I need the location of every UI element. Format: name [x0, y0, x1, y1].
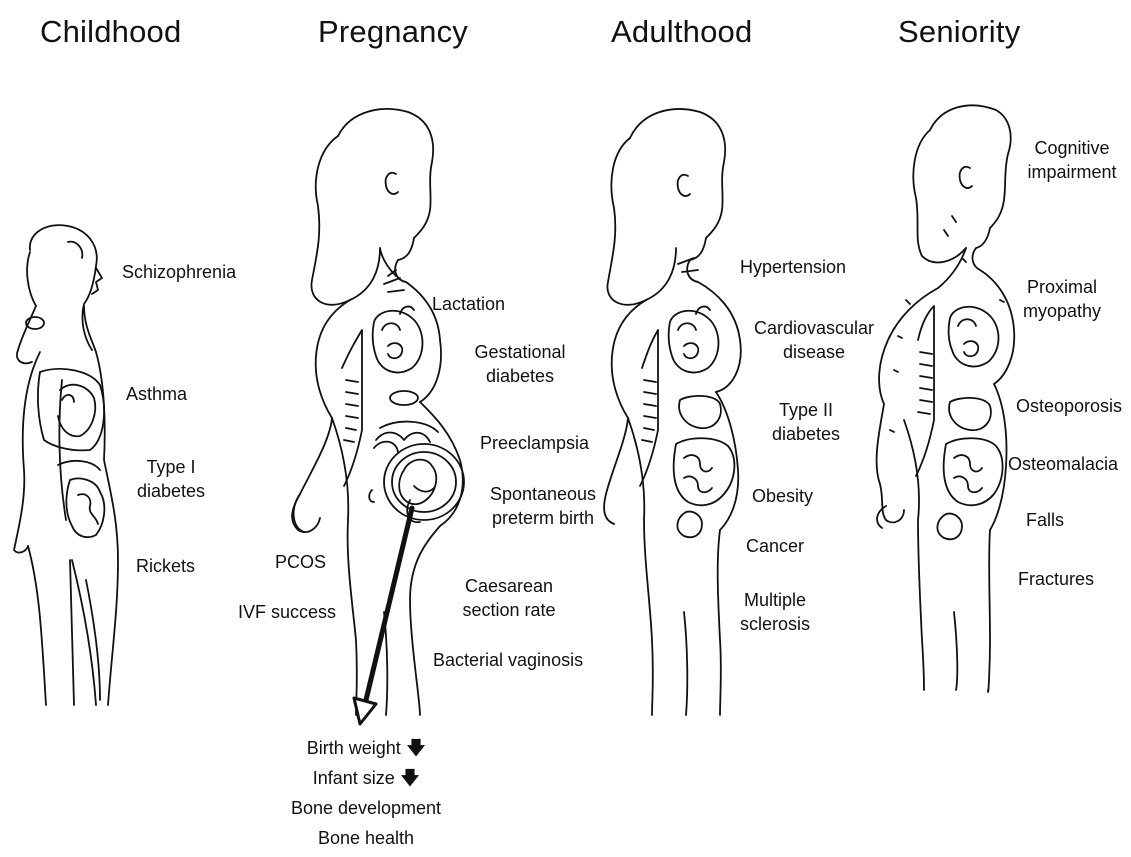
condition-spontaneous-preterm-birth: Spontaneous preterm birth [486, 482, 600, 530]
outcome-bone-health: Bone health [280, 826, 452, 850]
condition-schizophrenia: Schizophrenia [122, 260, 236, 284]
condition-preeclampsia: Preeclampsia [480, 431, 589, 455]
outcome-infant-size: Infant size 🡇 [280, 766, 452, 790]
condition-cancer: Cancer [746, 534, 804, 558]
condition-ivf-success: IVF success [238, 600, 336, 624]
condition-osteomalacia: Osteomalacia [1008, 452, 1118, 476]
condition-falls: Falls [1026, 508, 1064, 532]
child-figure-icon [14, 225, 118, 705]
condition-cardiovascular-disease: Cardiovascular disease [748, 316, 880, 364]
condition-caesarean-section-rate: Caesarean section rate [454, 574, 564, 622]
condition-bacterial-vaginosis: Bacterial vaginosis [433, 648, 583, 672]
outcome-bone-development: Bone development [280, 796, 452, 820]
condition-pcos: PCOS [275, 550, 326, 574]
offspring-effect-arrow [354, 508, 412, 724]
adult-woman-figure-icon [604, 109, 741, 715]
outcome-birth-weight: Birth weight 🡇 [280, 736, 452, 760]
condition-fractures: Fractures [1018, 567, 1094, 591]
condition-type-1-diabetes: Type I diabetes [128, 455, 214, 503]
condition-gestational-diabetes: Gestational diabetes [468, 340, 572, 388]
condition-multiple-sclerosis: Multiple sclerosis [734, 588, 816, 636]
condition-type-2-diabetes: Type II diabetes [764, 398, 848, 446]
condition-rickets: Rickets [136, 554, 195, 578]
down-arrow-icon: 🡇 [401, 766, 420, 790]
pregnant-woman-figure-icon [292, 109, 464, 715]
condition-asthma: Asthma [126, 382, 187, 406]
outcome-label: Birth weight [307, 738, 401, 758]
condition-proximal-myopathy: Proximal myopathy [1018, 275, 1106, 323]
condition-lactation: Lactation [432, 292, 505, 316]
condition-hypertension: Hypertension [740, 255, 846, 279]
down-arrow-icon: 🡇 [407, 736, 426, 760]
condition-obesity: Obesity [752, 484, 813, 508]
outcome-label: Infant size [313, 768, 395, 788]
senior-woman-figure-icon [877, 105, 1015, 692]
condition-osteoporosis: Osteoporosis [1016, 394, 1122, 418]
condition-cognitive-impairment: Cognitive impairment [1020, 136, 1124, 184]
